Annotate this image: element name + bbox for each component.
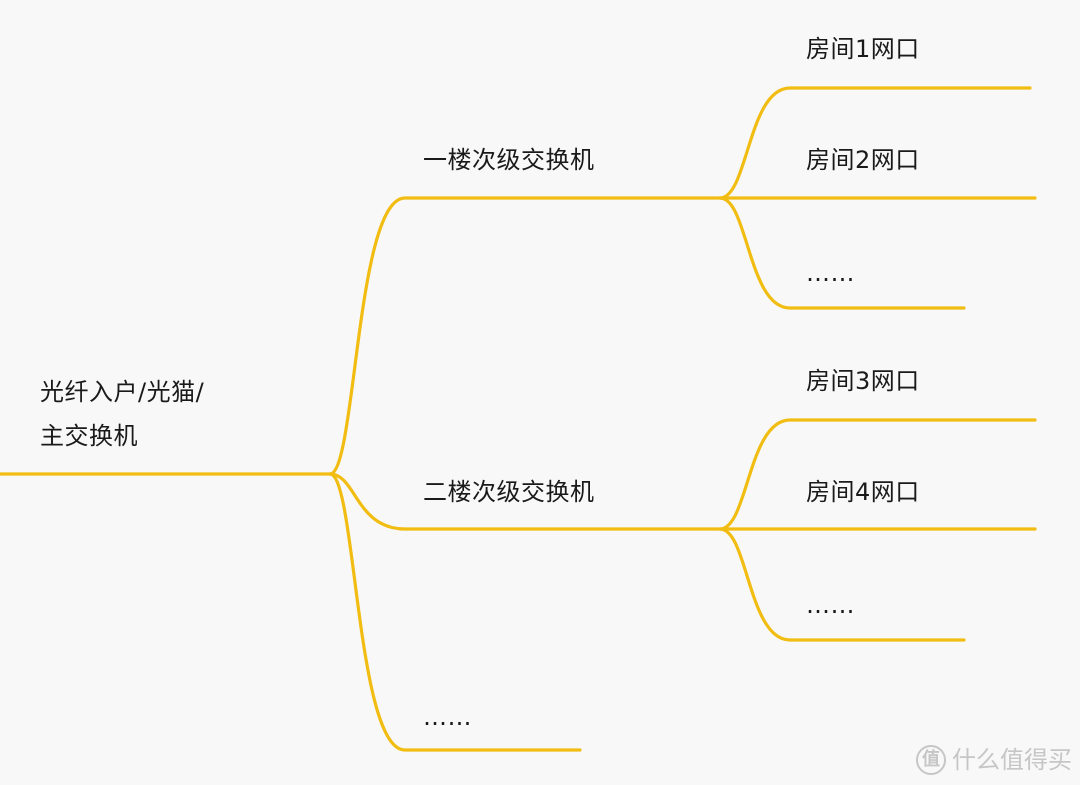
room2-port-label: 房间2网口: [806, 146, 920, 174]
watermark: 值 什么值得买: [916, 745, 1072, 775]
room1-port-label: 房间1网口: [806, 35, 920, 63]
watermark-text: 什么值得买: [952, 746, 1072, 774]
room4-port-label: 房间4网口: [806, 478, 920, 506]
root-node-label: 光纤入户/光猫/ 主交换机: [40, 370, 250, 458]
connector-root-to-floor2: [328, 472, 722, 531]
watermark-logo-icon: 值: [916, 745, 946, 775]
connector-root-to-more: [328, 472, 582, 752]
connector-root-to-floor1: [328, 196, 722, 476]
root-node-label-line2: 主交换机: [40, 422, 138, 450]
connector-floor1-to-more: [718, 196, 966, 310]
root-node-label-line1: 光纤入户/光猫/: [40, 378, 205, 406]
connector-floor1-to-room1: [718, 86, 1032, 200]
room3-port-label: 房间3网口: [806, 367, 920, 395]
floor1-more-ports-label: ……: [806, 259, 855, 287]
floor2-more-ports-label: ……: [806, 591, 855, 619]
more-switches-label: ……: [423, 703, 472, 731]
connector-floor2-to-room3: [718, 418, 1037, 531]
floor1-switch-label: 一楼次级交换机: [423, 146, 595, 174]
floor2-switch-label: 二楼次级交换机: [423, 478, 595, 506]
connector-floor2-to-more: [718, 527, 966, 642]
